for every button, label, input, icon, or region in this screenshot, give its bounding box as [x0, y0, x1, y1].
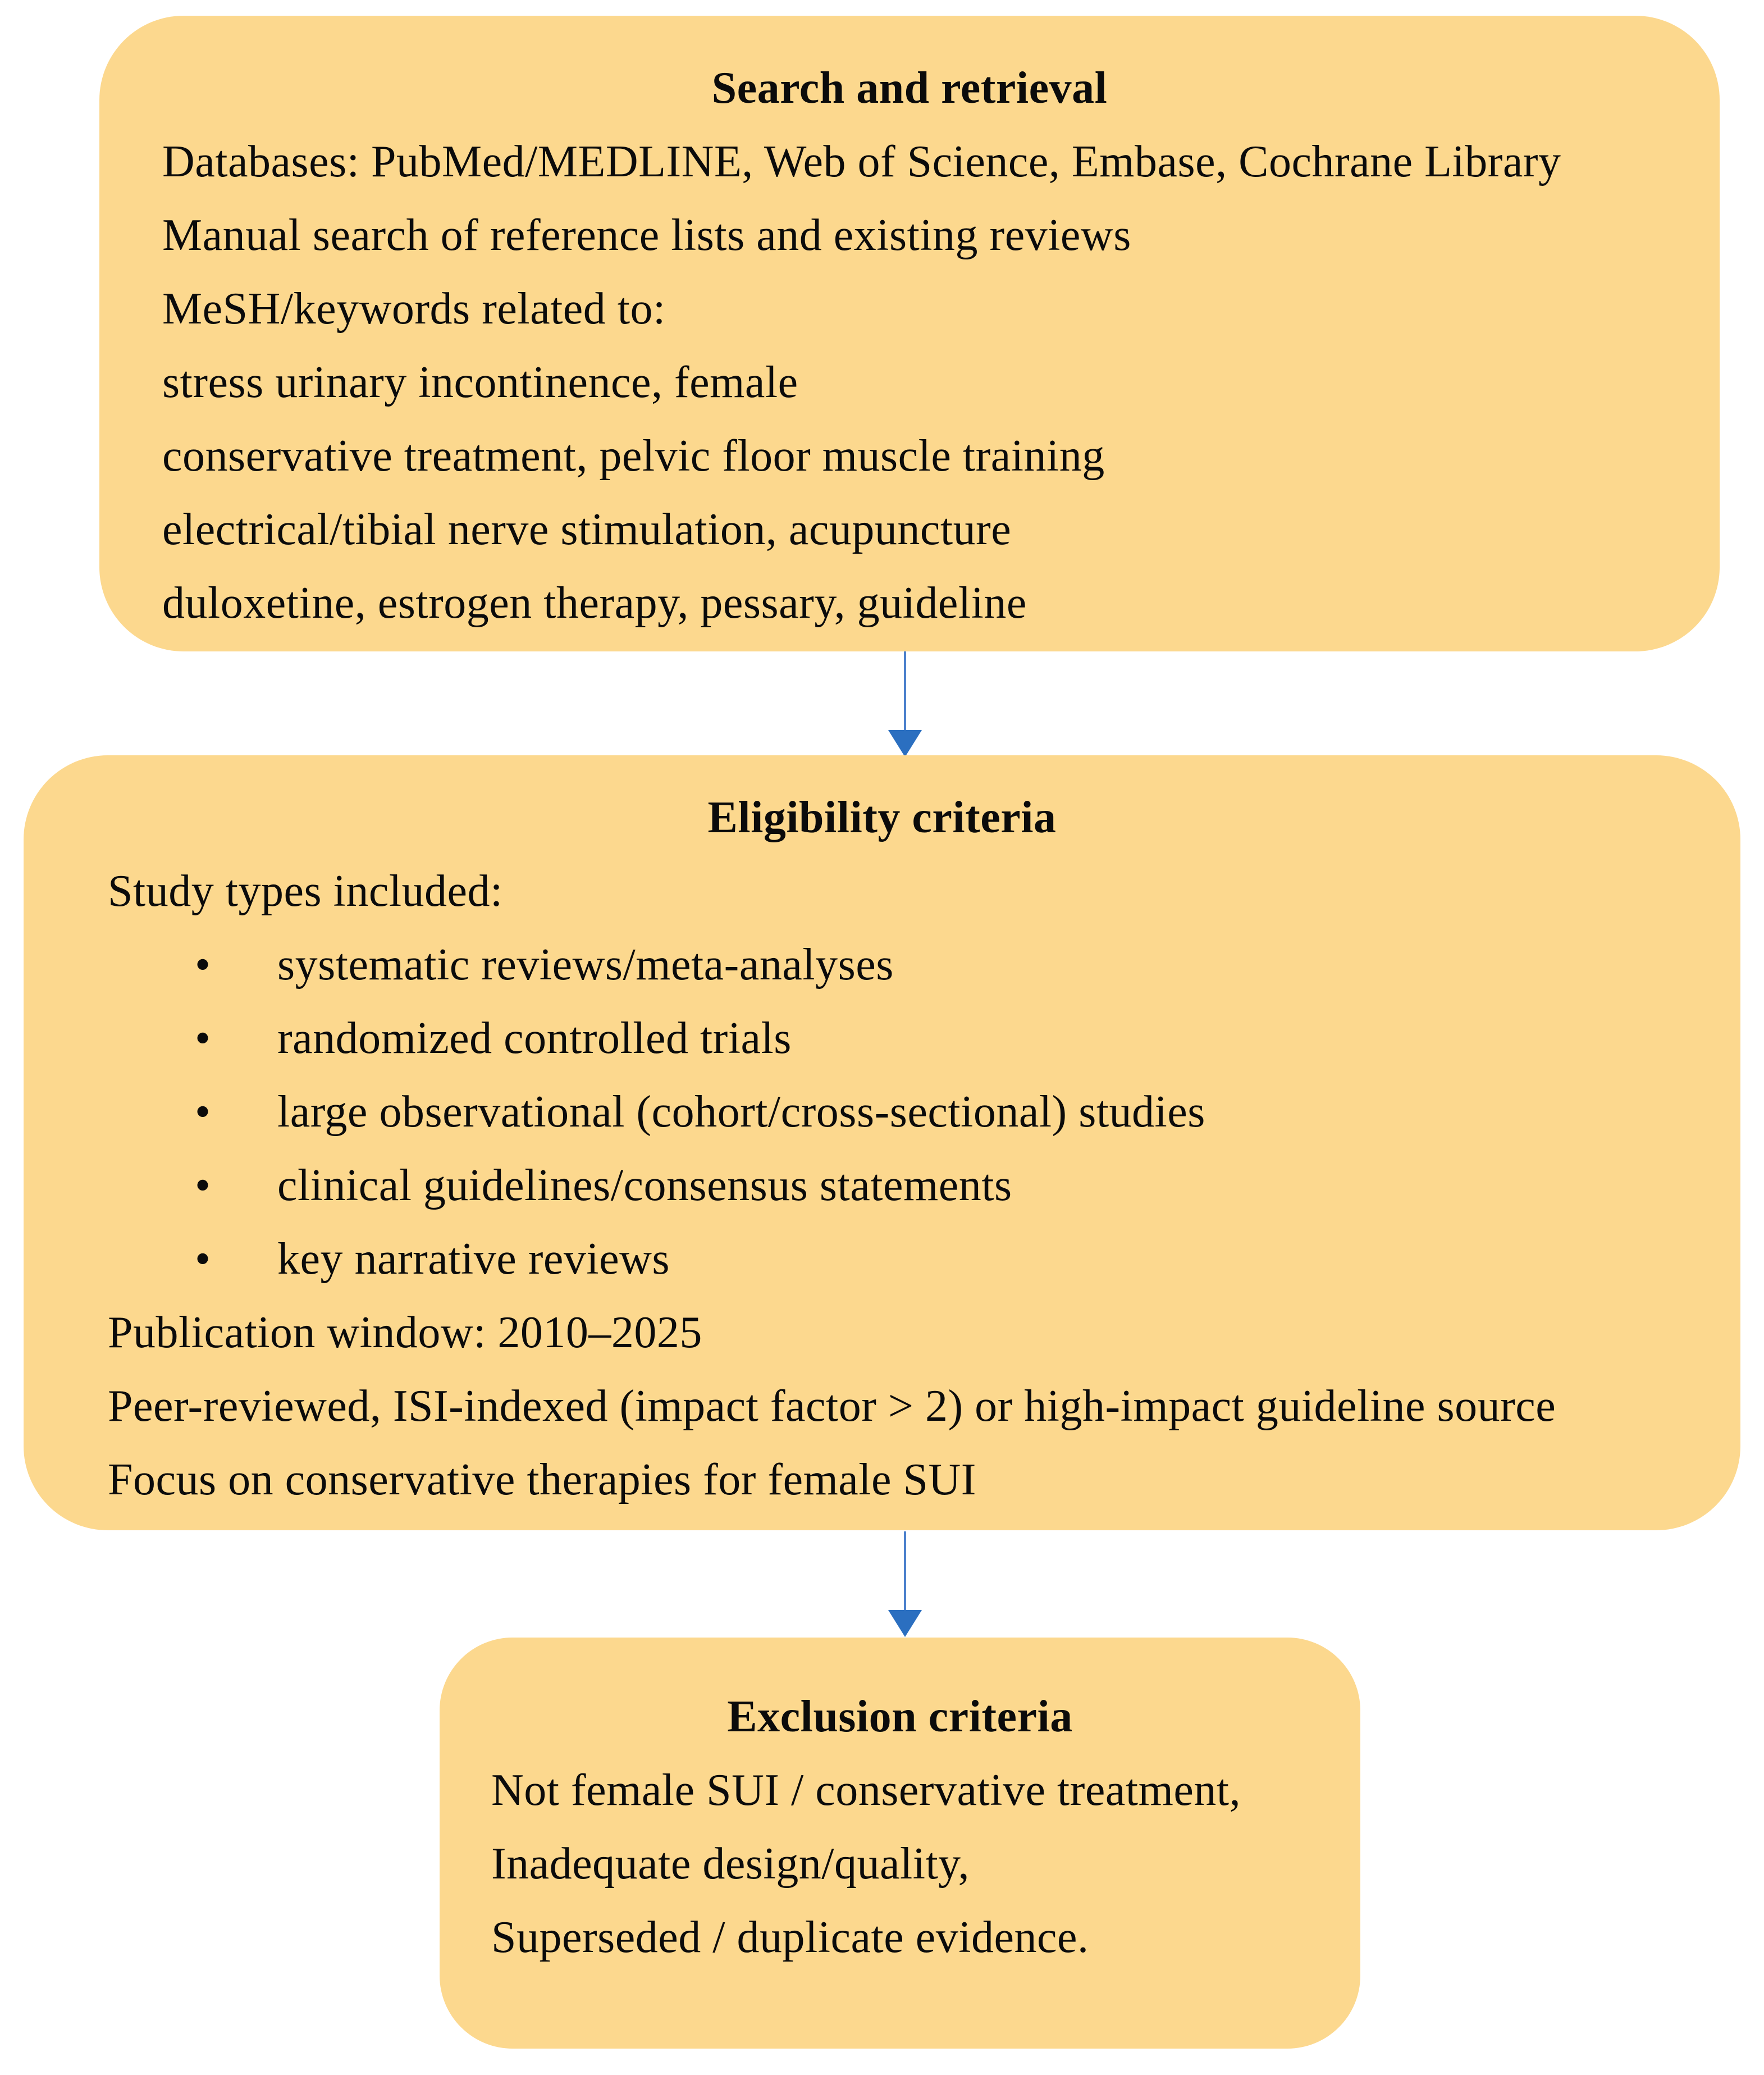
box-title: Eligibility criteria [707, 793, 1057, 842]
body-line: Superseded / duplicate evidence. [491, 1913, 1089, 1962]
body-line: Focus on conservative therapies for fema… [108, 1455, 976, 1504]
bullet-line-label: systematic reviews/meta-analyses [277, 940, 894, 989]
body-line: Databases: PubMed/MEDLINE, Web of Scienc… [162, 137, 1561, 186]
eligibility-criteria-box: Eligibility criteria Study types include… [24, 755, 1740, 1530]
bullet-dot-icon: • [195, 940, 211, 989]
bullet-line: • clinical guidelines/consensus statement… [24, 1149, 1740, 1223]
box-title: Search and retrieval [711, 63, 1108, 113]
body-line: stress urinary incontinence, female [162, 358, 798, 407]
bullet-dot-icon: • [195, 1014, 211, 1063]
bullet-line-label: large observational (cohort/cross-sectio… [277, 1087, 1205, 1137]
bullet-line: • key narrative reviews [24, 1223, 1740, 1296]
body-line: Publication window: 2010–2025 [108, 1308, 702, 1357]
search-retrieval-box: Search and retrieval Databases: PubMed/M… [99, 16, 1720, 651]
body-line: Not female SUI / conservative treatment, [491, 1766, 1241, 1815]
bullet-dot-icon: • [195, 1161, 211, 1210]
body-line: electrical/tibial nerve stimulation, acu… [162, 505, 1012, 554]
body-line: Inadequate design/quality, [491, 1839, 970, 1889]
bullet-line-label: key narrative reviews [277, 1234, 670, 1284]
body-line: MeSH/keywords related to: [162, 284, 666, 334]
body-line: Study types included: [108, 867, 503, 916]
bullet-dot-icon: • [195, 1234, 211, 1284]
bullet-line: • large observational (cohort/cross-secti… [24, 1075, 1740, 1149]
down-arrow-icon [888, 1531, 922, 1637]
bullet-dot-icon: • [195, 1087, 211, 1137]
body-line: conservative treatment, pelvic floor mus… [162, 431, 1105, 481]
box-title: Exclusion criteria [727, 1692, 1073, 1741]
body-line: duloxetine, estrogen therapy, pessary, g… [162, 578, 1027, 628]
bullet-line-label: randomized controlled trials [277, 1014, 792, 1063]
bullet-line: • systematic reviews/meta-analyses [24, 928, 1740, 1002]
exclusion-criteria-box: Exclusion criteria Not female SUI / cons… [440, 1638, 1360, 2049]
body-line: Manual search of reference lists and exi… [162, 211, 1131, 260]
down-arrow-icon [888, 651, 922, 757]
bullet-line: • randomized controlled trials [24, 1002, 1740, 1075]
body-line: Peer-reviewed, ISI-indexed (impact facto… [108, 1381, 1556, 1431]
bullet-line-label: clinical guidelines/consensus statements [277, 1161, 1012, 1210]
